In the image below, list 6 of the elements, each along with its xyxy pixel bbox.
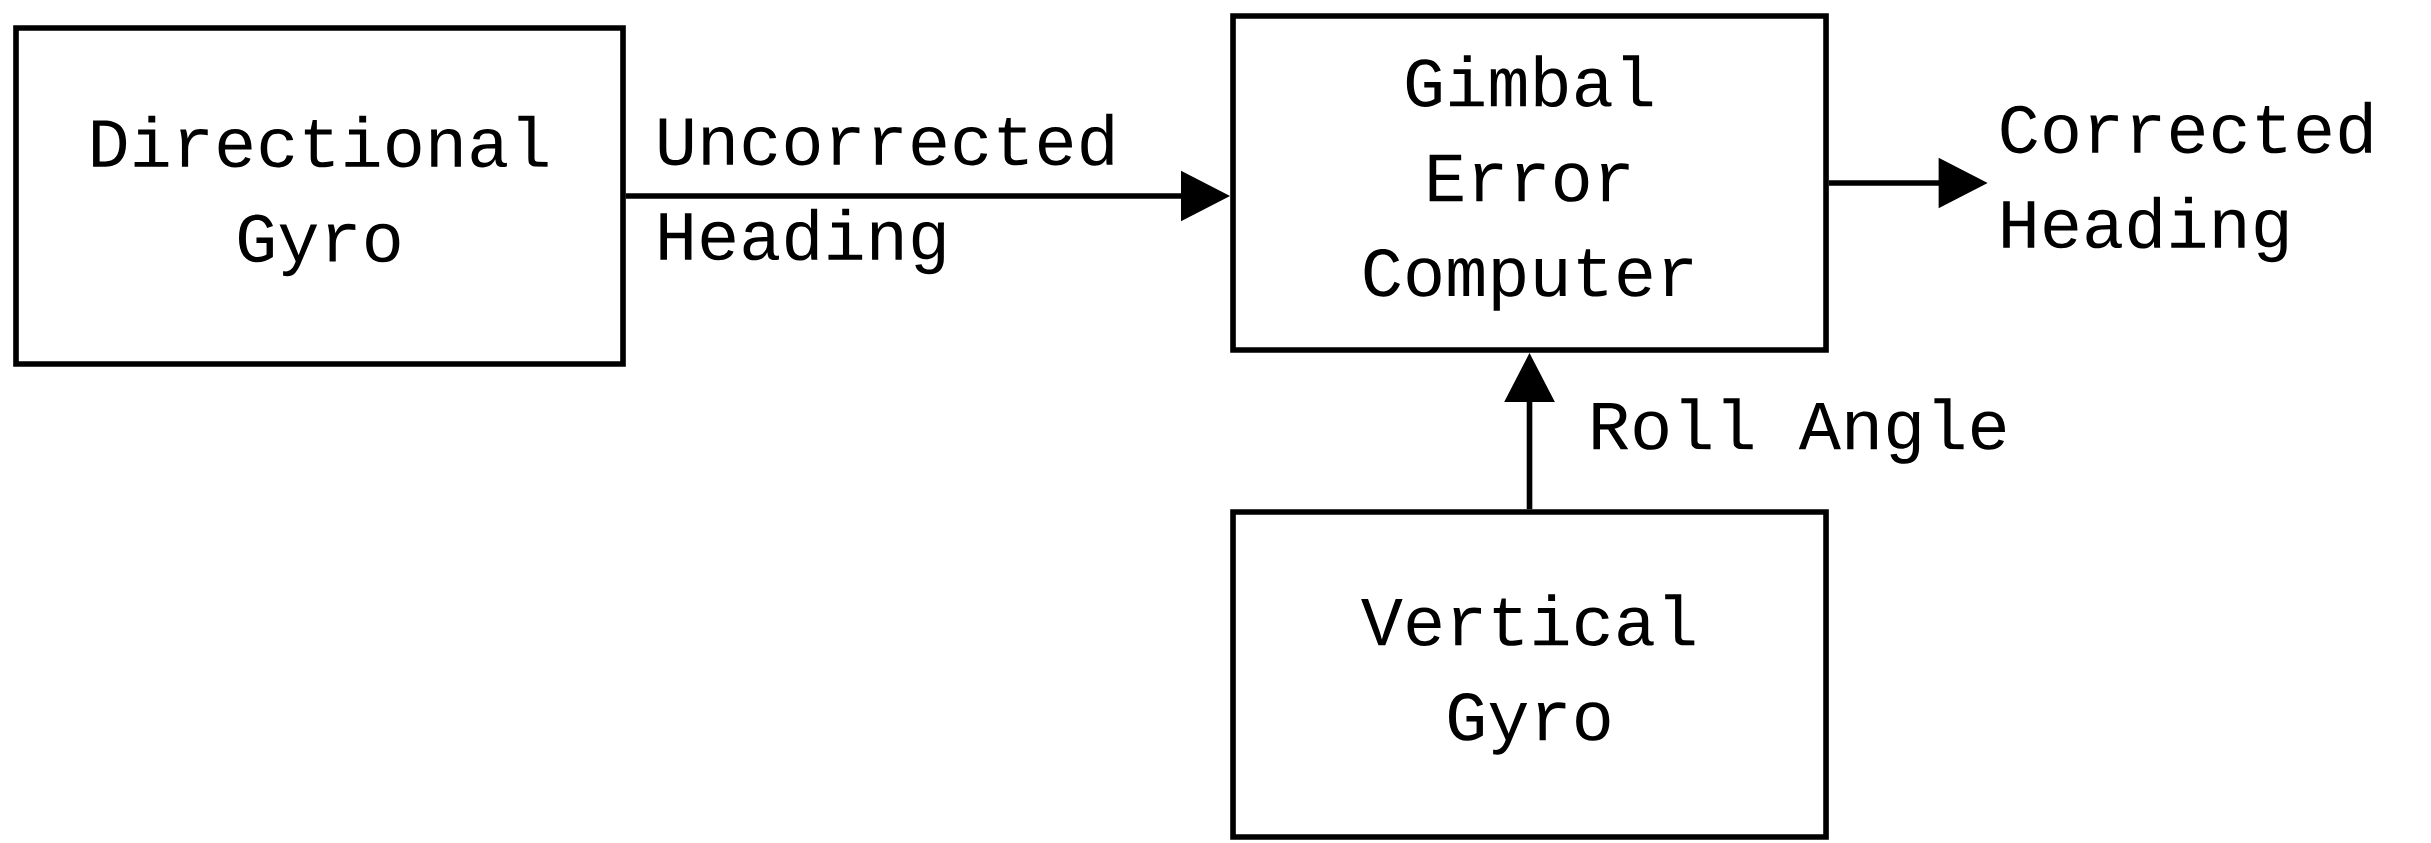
edge-label: Roll Angle: [1593, 398, 2005, 464]
edge-label: Uncorrected Heading: [659, 113, 1113, 275]
output-label: Corrected Heading: [2001, 101, 2372, 263]
block-box: Vertical Gyro: [1230, 509, 1829, 840]
block-box: Directional Gyro: [13, 25, 626, 367]
block-box: Gimbal Error Computer: [1230, 13, 1829, 353]
